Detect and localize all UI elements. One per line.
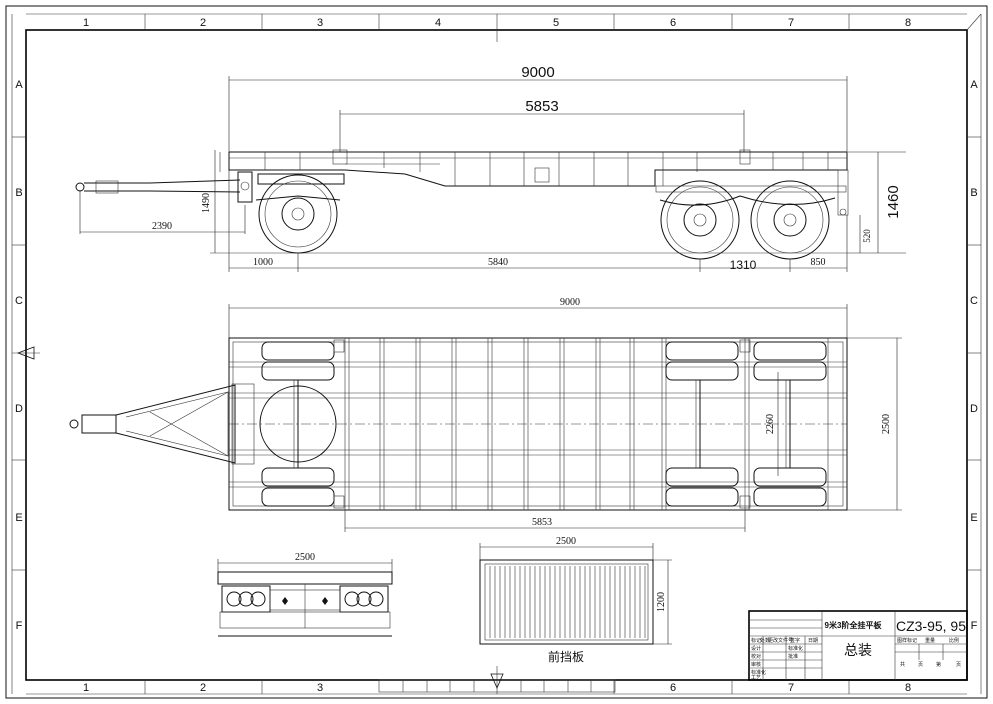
column-label: 6 <box>670 17 676 29</box>
row-label: F <box>16 620 23 632</box>
row-label: C <box>970 295 978 307</box>
row-label: A <box>970 79 978 91</box>
drawbar-side <box>75 171 253 203</box>
title-left-headers: 标记 处数 更改文件号 签字 日期 <box>751 637 818 644</box>
title-cell: 标准化 <box>788 645 803 652</box>
column-label: 3 <box>317 17 323 29</box>
dim-label: 5840 <box>488 257 508 268</box>
row-label: B <box>15 187 22 199</box>
row-label: E <box>15 512 22 524</box>
dim-label: 1310 <box>730 258 757 272</box>
dim-label: 5853 <box>532 517 552 528</box>
column-label: 1 <box>83 17 89 29</box>
title-left-rows: 设计 校对 审核 标准化 标准化 批准 工艺 <box>751 645 803 681</box>
product-name: 9米3阶全挂平板 <box>825 620 883 630</box>
row-label: C <box>15 295 23 307</box>
dim-label: 1460 <box>885 185 902 218</box>
dim-label: 2390 <box>152 221 172 232</box>
column-labels-top: 1 2 3 4 5 6 7 8 <box>83 17 911 29</box>
column-label: 1 <box>83 682 89 694</box>
dim-label: 2260 <box>765 414 776 434</box>
dim-label: 2500 <box>295 552 315 563</box>
row-labels-left: A B C D E F <box>15 79 23 632</box>
plan-dims: 5853 2500 2260 <box>344 337 902 532</box>
dim-label: 520 <box>862 229 872 243</box>
dim-plan-length: 9000 <box>228 297 848 338</box>
drawbar-plan <box>69 383 255 465</box>
title-cell: 图样标记 <box>897 637 917 644</box>
row-label: B <box>970 187 977 199</box>
rear-leaf-springs <box>659 195 836 206</box>
column-label: 2 <box>200 682 206 694</box>
title-cell: 签字 <box>790 637 800 644</box>
title-cell: 页 <box>918 662 923 668</box>
dim-label: 9000 <box>560 297 580 308</box>
drawing-title: 总装 <box>844 642 872 658</box>
column-label: 4 <box>435 17 441 29</box>
dim-label: 1490 <box>201 193 212 213</box>
row-label: F <box>971 620 978 632</box>
title-right-headers: 图样标记 重量 比例 共 页 第 页 <box>897 637 961 668</box>
side-lower-dims: 1490 2390 1000 5840 1310 850 1460 520 <box>79 150 906 272</box>
column-label: 3 <box>317 682 323 694</box>
title-cell: 日期 <box>808 638 818 644</box>
title-cell: 标准化 <box>751 669 766 676</box>
row-label: A <box>15 79 23 91</box>
plan-rear-axles <box>665 339 827 509</box>
side-frame <box>219 149 849 216</box>
dim-label: 1000 <box>253 257 273 268</box>
title-cell: 比例 <box>949 637 959 644</box>
column-labels-bottom: 1 2 3 6 7 8 <box>83 682 911 694</box>
front-board-view: 2500 1200 前挡板 <box>479 536 672 664</box>
dim-label: 9000 <box>521 64 554 81</box>
row-label: E <box>970 512 977 524</box>
scale-bar <box>378 679 616 693</box>
dim-label: 2500 <box>881 414 892 434</box>
column-label: 8 <box>905 682 911 694</box>
title-cell: 批准 <box>788 653 798 660</box>
column-label: 5 <box>553 17 559 29</box>
dim-overall-length: 9000 <box>228 64 848 152</box>
front-board-caption: 前挡板 <box>548 649 584 664</box>
dim-label: 1200 <box>656 592 667 612</box>
column-label: 8 <box>905 17 911 29</box>
title-cell: 工艺 <box>751 675 761 681</box>
drawing-number: CZ3-95, 95 <box>896 618 966 634</box>
dim-axle-span: 5853 <box>339 98 745 152</box>
dim-label: 5853 <box>525 98 558 115</box>
column-label: 7 <box>788 682 794 694</box>
row-label: D <box>15 403 23 415</box>
drawing-border <box>5 5 988 699</box>
plan-view: 9000 <box>69 297 902 532</box>
row-label: D <box>970 403 978 415</box>
title-cell: 更改文件号 <box>768 637 793 644</box>
side-view: 9000 5853 <box>75 64 906 272</box>
row-labels-right: A B C D E F <box>970 79 978 632</box>
rear-view: 2500 <box>217 552 393 637</box>
dim-label: 2500 <box>556 536 576 547</box>
dim-label: 850 <box>811 257 826 268</box>
title-cell: 重量 <box>925 637 935 644</box>
rear-wheel-2 <box>750 180 830 260</box>
rear-wheel-1 <box>660 180 740 260</box>
title-block: 9米3阶全挂平板 CZ3-95, 95 总装 标记 处数 更改文件号 签字 日期… <box>748 610 968 681</box>
column-label: 2 <box>200 17 206 29</box>
column-label: 6 <box>670 682 676 694</box>
title-cell: 标记 <box>751 637 761 644</box>
title-cell: 设计 <box>751 645 761 652</box>
title-cell: 共 <box>900 661 905 668</box>
title-cell: 处数 <box>760 637 770 644</box>
column-label: 7 <box>788 17 794 29</box>
title-cell: 第 <box>936 661 941 668</box>
title-cell: 校对 <box>751 653 761 660</box>
title-cell: 页 <box>956 662 961 668</box>
title-cell: 审核 <box>751 661 761 668</box>
plan-front-axle <box>259 339 345 509</box>
front-wheel <box>255 174 341 254</box>
